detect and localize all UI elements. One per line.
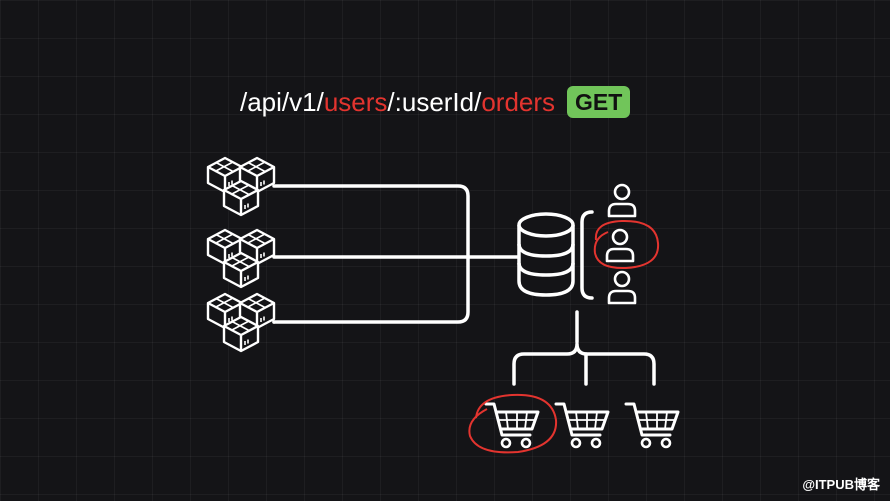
users-bracket: [580, 210, 594, 300]
watermark: @ITPUB博客: [802, 477, 880, 492]
path-segment: /:userId/: [387, 86, 482, 117]
user-highlight-circle: [593, 219, 660, 270]
cart-highlight-circle: [468, 393, 558, 454]
boxes-icon: [208, 230, 274, 287]
user-icon: [605, 228, 635, 263]
orders-bracket: [512, 342, 656, 386]
connector-lines: [272, 184, 656, 386]
database-icon: [517, 212, 575, 297]
shopping-cart-icon: [554, 402, 610, 449]
endpoint-path: /api/v1/ users /:userId/ orders GET: [240, 84, 631, 120]
user-icon: [607, 270, 637, 305]
boxes-icon: [208, 294, 274, 351]
path-segment: /api/v1/: [240, 86, 324, 117]
path-segment-users: users: [323, 86, 388, 117]
shopping-cart-icon: [624, 402, 680, 449]
boxes-icon: [208, 158, 274, 215]
user-icon: [607, 183, 637, 218]
path-segment-orders: orders: [481, 86, 556, 117]
http-method-badge: GET: [567, 86, 631, 118]
shopping-cart-icon: [484, 402, 540, 449]
connector-service-1: [272, 184, 470, 324]
